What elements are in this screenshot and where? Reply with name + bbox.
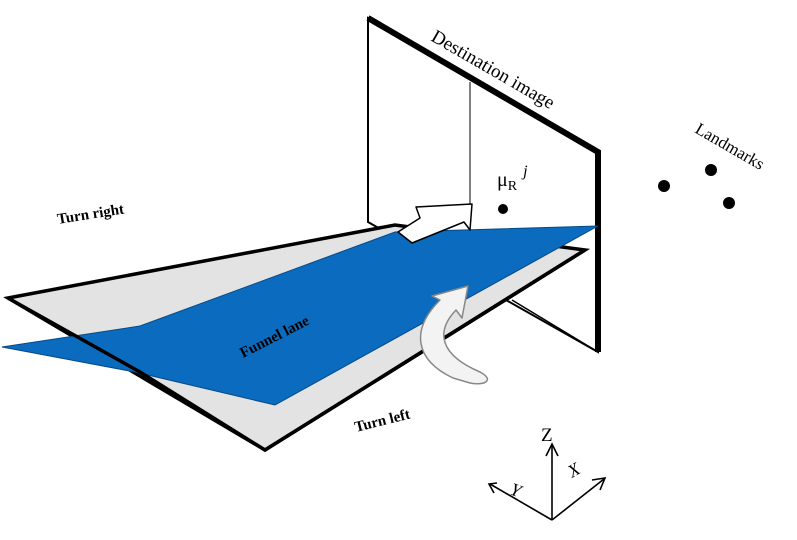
turn-left-label: Turn left: [353, 407, 412, 436]
y-axis-label: Y: [508, 479, 526, 502]
landmark-dot: [723, 197, 735, 209]
panel-support-line: [511, 299, 599, 353]
landmark-point-mu: [498, 204, 508, 214]
y-axis-arrowhead: [487, 482, 498, 494]
destination-image-frame-edge: [366, 15, 601, 352]
landmark-dot: [705, 164, 717, 176]
landmarks-label: Landmarks: [692, 119, 768, 174]
landmark-dot: [658, 180, 670, 192]
z-axis-label: Z: [541, 425, 553, 446]
mu-label: μRj: [497, 163, 528, 194]
coordinate-axes: [487, 442, 607, 521]
turn-right-label: Turn right: [56, 202, 125, 228]
x-axis-arrowhead: [591, 476, 607, 491]
landmarks-cluster: [658, 164, 735, 209]
x-axis-label: X: [563, 458, 584, 482]
x-axis-line: [551, 478, 605, 521]
mu-superscript: j: [521, 163, 528, 180]
forward-arrow-icon: [397, 203, 473, 244]
funnel-lane-plane: [1, 225, 599, 406]
rotation-arrow-icon: [419, 285, 489, 385]
mu-subscript: R: [508, 179, 518, 194]
z-axis-arrowhead: [545, 442, 559, 457]
y-axis-line: [489, 483, 553, 521]
mu-symbol: μ: [497, 169, 508, 191]
